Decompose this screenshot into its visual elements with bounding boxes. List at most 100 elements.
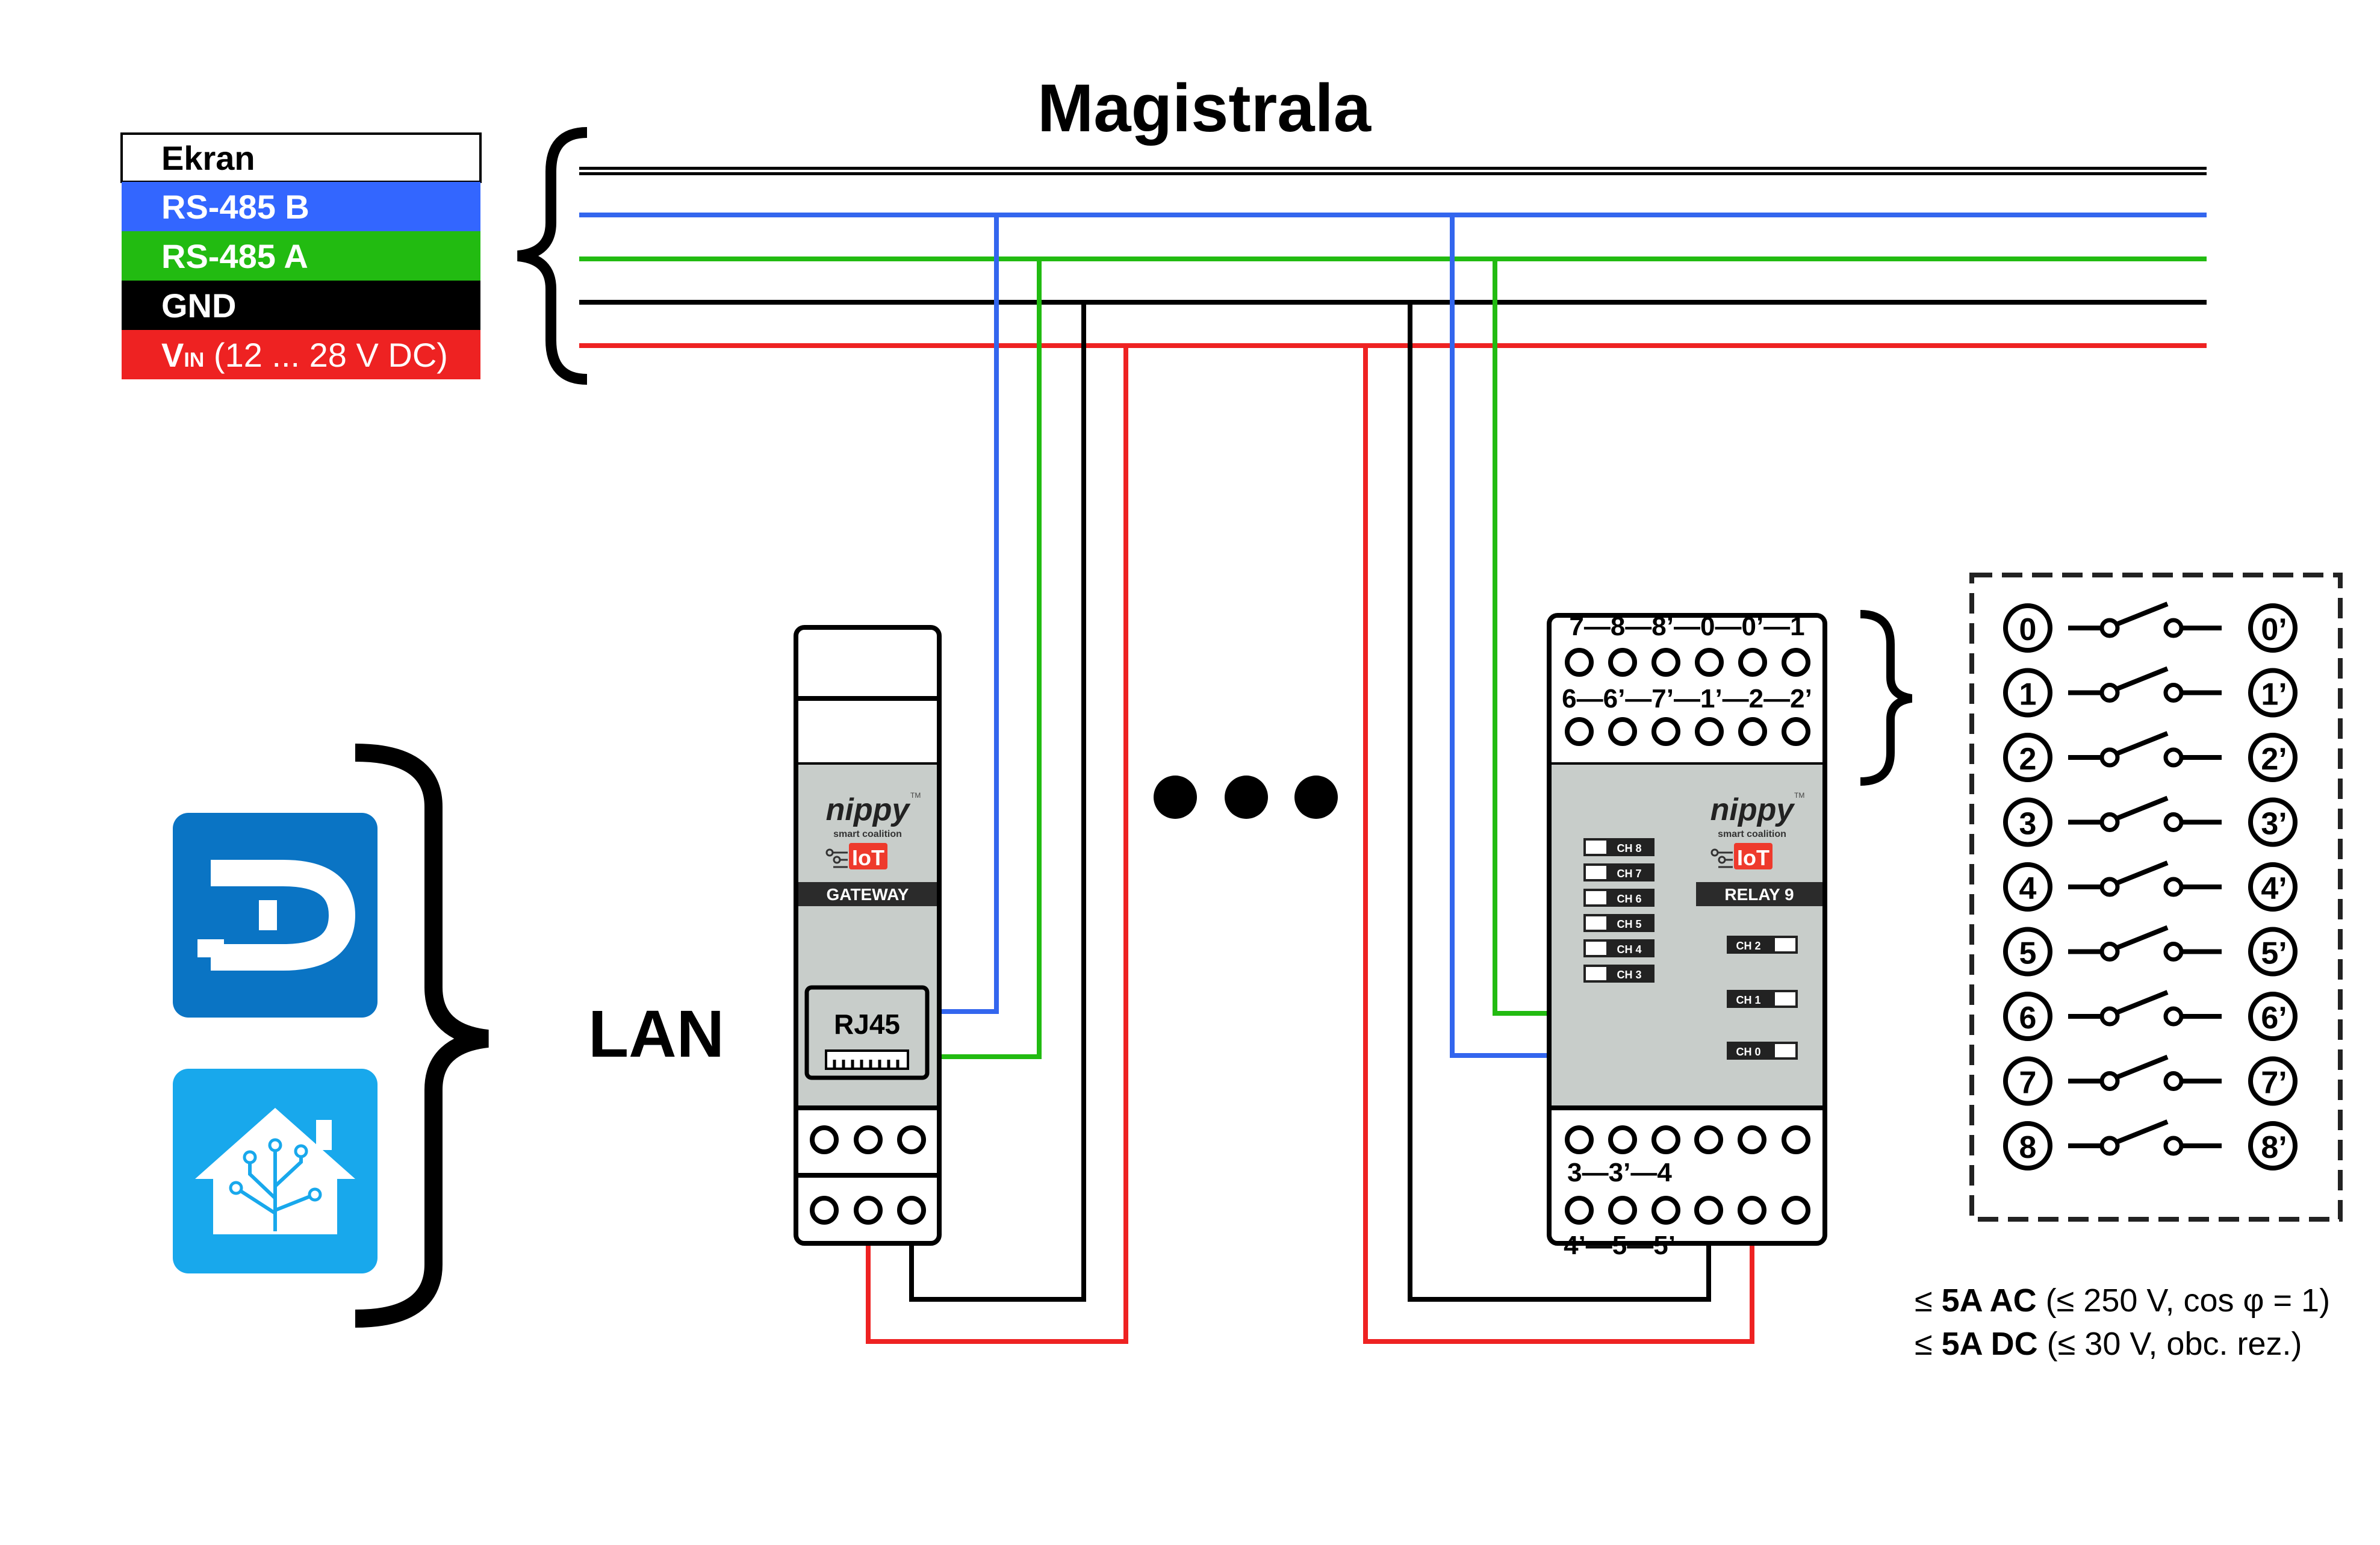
relay-label-bar bbox=[1696, 882, 1822, 906]
relay-terminal[interactable] bbox=[1782, 717, 1810, 746]
legend-ekran-label: Ekran bbox=[161, 139, 255, 177]
relay-terminal-b[interactable] bbox=[1694, 1125, 1723, 1154]
relay-terminal[interactable] bbox=[1738, 717, 1767, 746]
contact-out-label: 5’ bbox=[2261, 936, 2287, 971]
bus-brace bbox=[517, 127, 588, 385]
switch-blade bbox=[2115, 731, 2169, 756]
switch-pivot bbox=[2099, 1136, 2120, 1156]
gateway-wire-vin bbox=[866, 346, 1128, 1344]
relay-terminal[interactable] bbox=[1608, 717, 1637, 746]
rj45-label: RJ45 bbox=[834, 1009, 900, 1040]
relay-wire-vin bbox=[1363, 346, 1754, 1344]
gateway-label-bar bbox=[798, 882, 937, 906]
gateway-brand: nippy bbox=[826, 792, 912, 827]
rating-dc-pre: ≤ bbox=[1915, 1326, 1942, 1362]
switch-blade bbox=[2115, 795, 2169, 821]
contact-out-label: 3’ bbox=[2261, 807, 2287, 842]
rating-ac: ≤ 5A AC (≤ 250 V, cos φ = 1) bbox=[1915, 1282, 2330, 1319]
relay-terminal[interactable] bbox=[1608, 1196, 1637, 1225]
relay-channel-leds: CH 8 CH 7 CH 6 CH 5 CH 4 CH 3 CH 2 CH 1 … bbox=[1583, 838, 1798, 1060]
contact-out-circle bbox=[2248, 927, 2298, 977]
contact-out-circle bbox=[2248, 992, 2298, 1041]
relay-iot-text: IoT bbox=[1737, 845, 1769, 870]
relay-terminal[interactable] bbox=[1565, 717, 1594, 746]
switch-pivot bbox=[2099, 1006, 2120, 1027]
contact-in-label: 2 bbox=[2019, 742, 2037, 777]
relay-terminal-a[interactable] bbox=[1738, 1125, 1766, 1154]
relay-terminal-vin[interactable] bbox=[1738, 1196, 1766, 1225]
switch-pivot bbox=[2099, 747, 2120, 768]
contact-in-label: 5 bbox=[2019, 936, 2037, 971]
relay-terminal[interactable] bbox=[1651, 717, 1680, 746]
led-label: CH 1 bbox=[1736, 994, 1760, 1006]
relay-terminal[interactable] bbox=[1608, 1125, 1637, 1154]
relay-top-terminals bbox=[1565, 648, 1810, 746]
domoticz-icon[interactable] bbox=[173, 813, 378, 1018]
relay-terminal[interactable] bbox=[1608, 648, 1637, 677]
switch-pivot bbox=[2099, 1071, 2120, 1091]
home-assistant-icon[interactable] bbox=[173, 1069, 378, 1273]
gateway-terminals bbox=[810, 1125, 926, 1225]
lan-label: LAN bbox=[588, 997, 724, 1071]
contact-in-label: 0 bbox=[2019, 612, 2037, 647]
gateway-terminal-4[interactable] bbox=[810, 1196, 839, 1225]
contact-in-circle bbox=[2003, 927, 2052, 977]
legend-vin-label: VIN (12 ... 28 V DC) bbox=[161, 336, 448, 374]
relay-terminal[interactable] bbox=[1565, 1125, 1594, 1154]
contact-in-circle bbox=[2003, 603, 2052, 653]
relay-terminal[interactable] bbox=[1565, 648, 1594, 677]
contact-in-circle bbox=[2003, 1056, 2052, 1106]
relay-module: 7—8—8’—0—0’—1 6—6’—7’—1’—2—2’ nippy TM s… bbox=[1547, 612, 1827, 1260]
legend-rs485-b: RS-485 B bbox=[122, 182, 480, 231]
switch-blade bbox=[2115, 602, 2169, 627]
contact-out-circle bbox=[2248, 603, 2298, 653]
rj45-pins bbox=[833, 1060, 899, 1069]
relay-terminal[interactable] bbox=[1651, 1125, 1680, 1154]
relay-terminal[interactable] bbox=[1565, 1196, 1594, 1225]
relay-terminal[interactable] bbox=[1782, 1196, 1810, 1225]
contact-in-label: 6 bbox=[2019, 1001, 2037, 1036]
led-label: CH 3 bbox=[1617, 969, 1641, 981]
led-label: CH 8 bbox=[1617, 842, 1641, 854]
legend-gnd: GND bbox=[122, 281, 480, 330]
switch-contact bbox=[2163, 1006, 2184, 1027]
contact-in-label: 3 bbox=[2019, 807, 2037, 842]
relay-wire-gnd bbox=[1408, 302, 1711, 1302]
legend-vin: VIN (12 ... 28 V DC) bbox=[122, 330, 480, 379]
gateway-module: nippy TM smart coalition IoT GATEWAY RJ4… bbox=[794, 625, 942, 1246]
relay-terminal[interactable] bbox=[1695, 717, 1724, 746]
contact-out-circle bbox=[2248, 1121, 2298, 1170]
gateway-terminal-a[interactable] bbox=[854, 1125, 883, 1154]
led-ch4: CH 4 bbox=[1583, 939, 1655, 957]
contact-out-circle bbox=[2248, 797, 2298, 847]
switch-contact bbox=[2163, 683, 2184, 703]
relay-top-label-row2: 6—6’—7’—1’—2—2’ bbox=[1562, 684, 1812, 713]
legend-gnd-label: GND bbox=[161, 287, 236, 325]
relay-terminal[interactable] bbox=[1738, 648, 1767, 677]
gateway-terminal-b[interactable] bbox=[810, 1125, 839, 1154]
contact-in-circle bbox=[2003, 862, 2052, 912]
relay-terminal[interactable] bbox=[1782, 648, 1810, 677]
gateway-terminal-gnd[interactable] bbox=[897, 1196, 926, 1225]
relay-terminal-gnd[interactable] bbox=[1694, 1196, 1723, 1225]
switch-blade bbox=[2115, 990, 2169, 1015]
legend-rs485-a-label: RS-485 A bbox=[161, 237, 308, 275]
gateway-terminal-vin[interactable] bbox=[854, 1196, 883, 1225]
gateway-terminal-3[interactable] bbox=[897, 1125, 926, 1154]
relay-terminal[interactable] bbox=[1782, 1125, 1810, 1154]
relay-terminal[interactable] bbox=[1651, 648, 1680, 677]
switch-pivot bbox=[2099, 877, 2120, 897]
led-ch7: CH 7 bbox=[1583, 863, 1655, 881]
switch-blade bbox=[2115, 1054, 2169, 1080]
relay-terminal[interactable] bbox=[1695, 648, 1724, 677]
led-ch5: CH 5 bbox=[1583, 914, 1655, 932]
relay-terminal[interactable] bbox=[1651, 1196, 1680, 1225]
diagram-title: Magistrala bbox=[1037, 70, 1372, 146]
contact-in-circle bbox=[2003, 1121, 2052, 1170]
relay-tagline: smart coalition bbox=[1718, 829, 1786, 839]
